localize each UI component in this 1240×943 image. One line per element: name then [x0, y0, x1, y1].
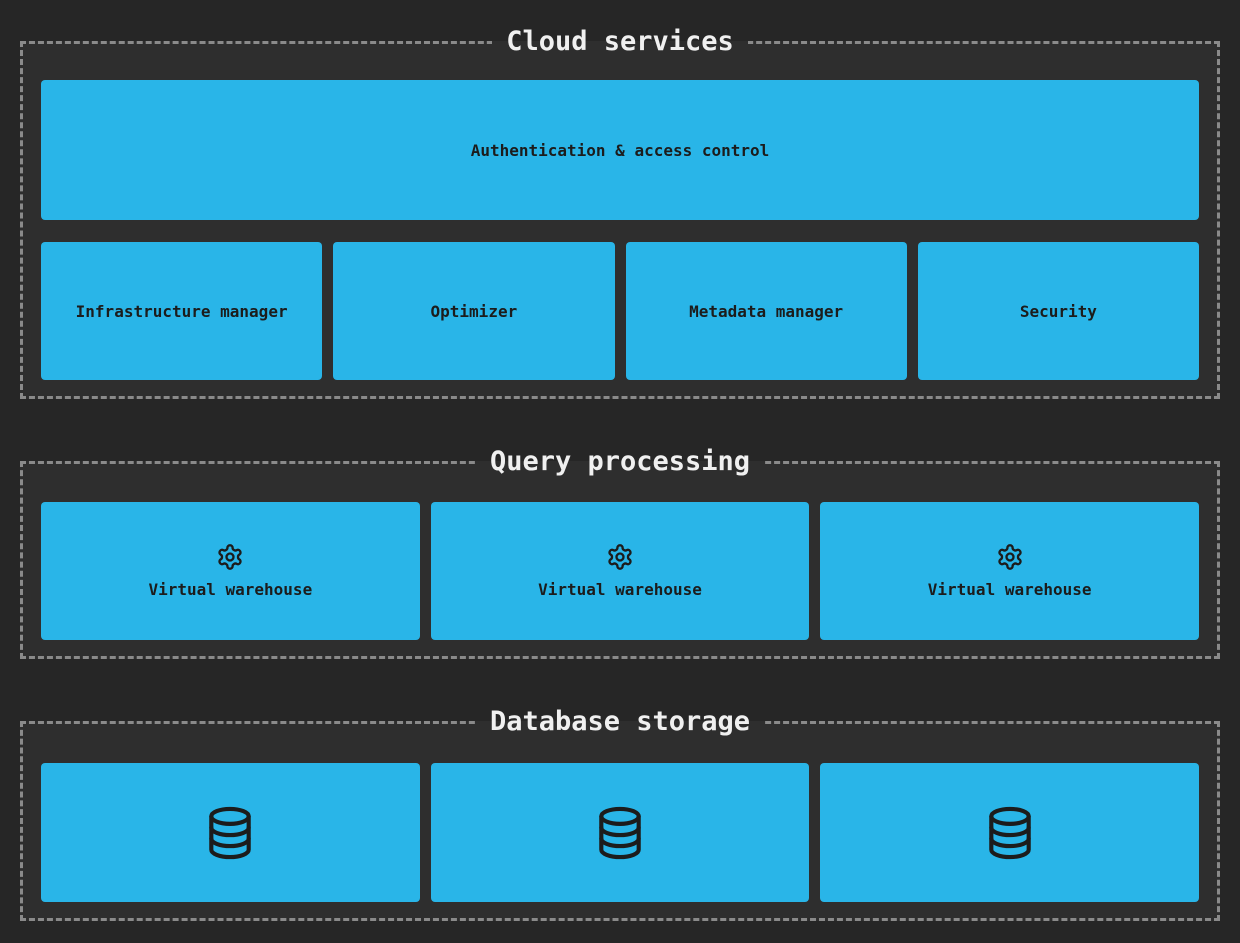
infrastructure-manager-box: Infrastructure manager [41, 242, 323, 380]
box-label: Security [1019, 301, 1097, 321]
database-box [430, 763, 810, 902]
authentication-access-control-box: Authentication & access control [41, 80, 1199, 220]
virtual-warehouse-box: Virtual warehouse [41, 502, 420, 640]
section-query-processing: Query processing Virtual warehouse Virtu… [20, 446, 1220, 659]
security-box: Security [917, 242, 1199, 380]
section-database-storage: Database storage [20, 706, 1220, 921]
virtual-warehouse-box: Virtual warehouse [430, 502, 810, 640]
gear-icon [216, 543, 244, 571]
section-title-cloud-services: Cloud services [506, 26, 734, 57]
box-label: Infrastructure manager [75, 301, 288, 321]
box-label: Virtual warehouse [148, 580, 313, 599]
optimizer-box: Optimizer [333, 242, 615, 380]
cloud-services-grid: Infrastructure manager Optimizer Metadat… [41, 242, 1199, 380]
box-label: Metadata manager [689, 301, 844, 321]
box-label: Authentication & access control [470, 140, 770, 160]
database-icon [595, 806, 645, 860]
section-cloud-services: Cloud services Authentication & access c… [20, 26, 1220, 399]
box-label: Virtual warehouse [927, 580, 1092, 599]
database-storage-grid [41, 763, 1199, 902]
metadata-manager-box: Metadata manager [625, 242, 907, 380]
architecture-diagram: Cloud services Authentication & access c… [20, 26, 1220, 921]
virtual-warehouse-box: Virtual warehouse [820, 502, 1199, 640]
database-icon [985, 806, 1035, 860]
query-processing-grid: Virtual warehouse Virtual warehouse Virt… [41, 502, 1199, 640]
database-icon [205, 806, 255, 860]
gear-icon [996, 543, 1024, 571]
box-label: Virtual warehouse [538, 580, 702, 599]
section-title-query-processing: Query processing [489, 446, 751, 477]
gear-icon [606, 543, 634, 571]
database-box [41, 763, 420, 902]
box-label: Optimizer [430, 301, 518, 321]
database-box [820, 763, 1199, 902]
section-title-database-storage: Database storage [489, 706, 751, 737]
